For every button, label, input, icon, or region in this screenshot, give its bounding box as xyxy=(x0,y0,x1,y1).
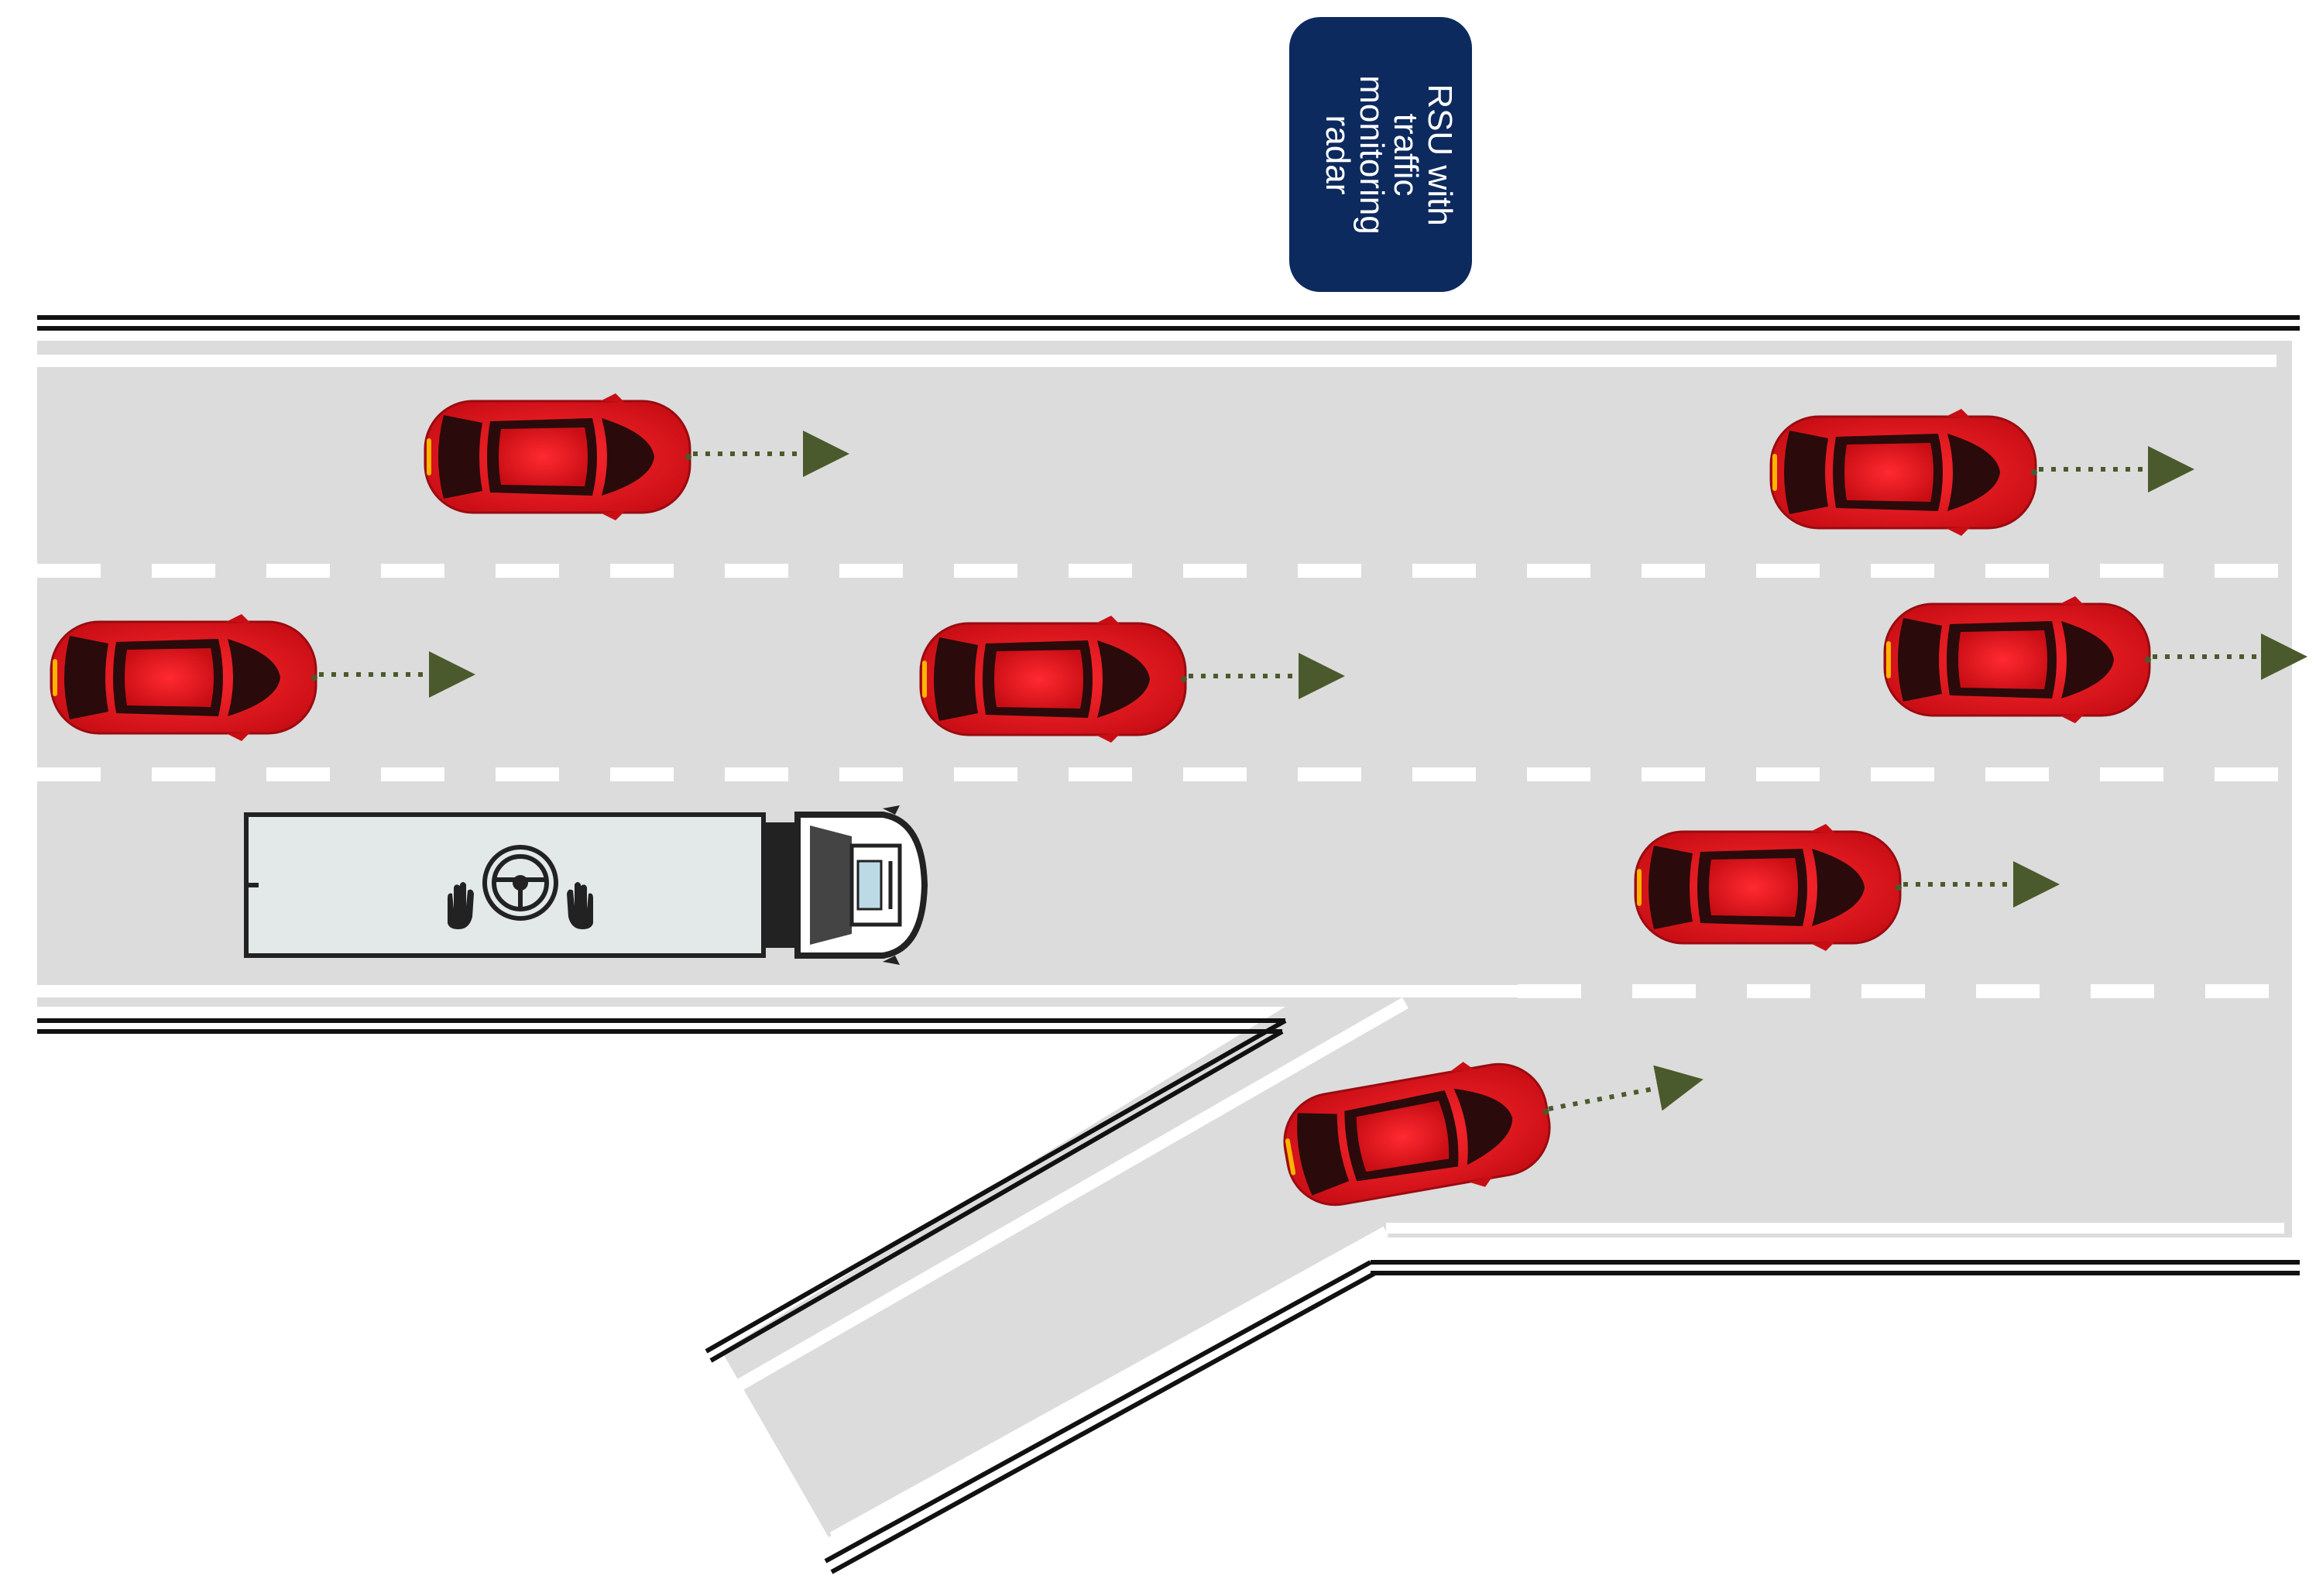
rsu-label-line-2: traffic xyxy=(1387,114,1425,197)
right-hand-icon xyxy=(567,882,593,929)
red-car-topview-icon xyxy=(1769,407,2039,537)
road-edge-bottom-right xyxy=(824,1260,2300,1574)
rsu-label-line-3: monitoring xyxy=(1353,75,1391,234)
red-car-topview-icon xyxy=(919,614,1189,744)
red-car-topview-icon xyxy=(1634,822,1903,952)
ramp-white-line xyxy=(829,1226,1389,1543)
truck-cab xyxy=(763,805,928,965)
rsu-sign: RSU with traffic monitoring radar xyxy=(1289,17,1472,292)
red-car-topview-icon xyxy=(1883,595,2153,725)
road-edge-top xyxy=(37,315,2300,331)
main-road xyxy=(37,341,2292,1537)
red-car-topview-icon xyxy=(424,392,693,522)
truck-trailer xyxy=(244,812,766,958)
autonomous-truck xyxy=(244,805,928,965)
rsu-label-line-1: RSU with xyxy=(1421,84,1459,225)
steering-wheel-hands-off-icon xyxy=(448,845,593,929)
road-edge-bottom-left xyxy=(37,1018,1287,1363)
gore-white-line xyxy=(721,997,1408,1399)
red-car-topview-icon xyxy=(50,613,319,743)
left-hand-icon xyxy=(448,882,474,929)
rsu-label-line-4: radar xyxy=(1319,115,1357,195)
